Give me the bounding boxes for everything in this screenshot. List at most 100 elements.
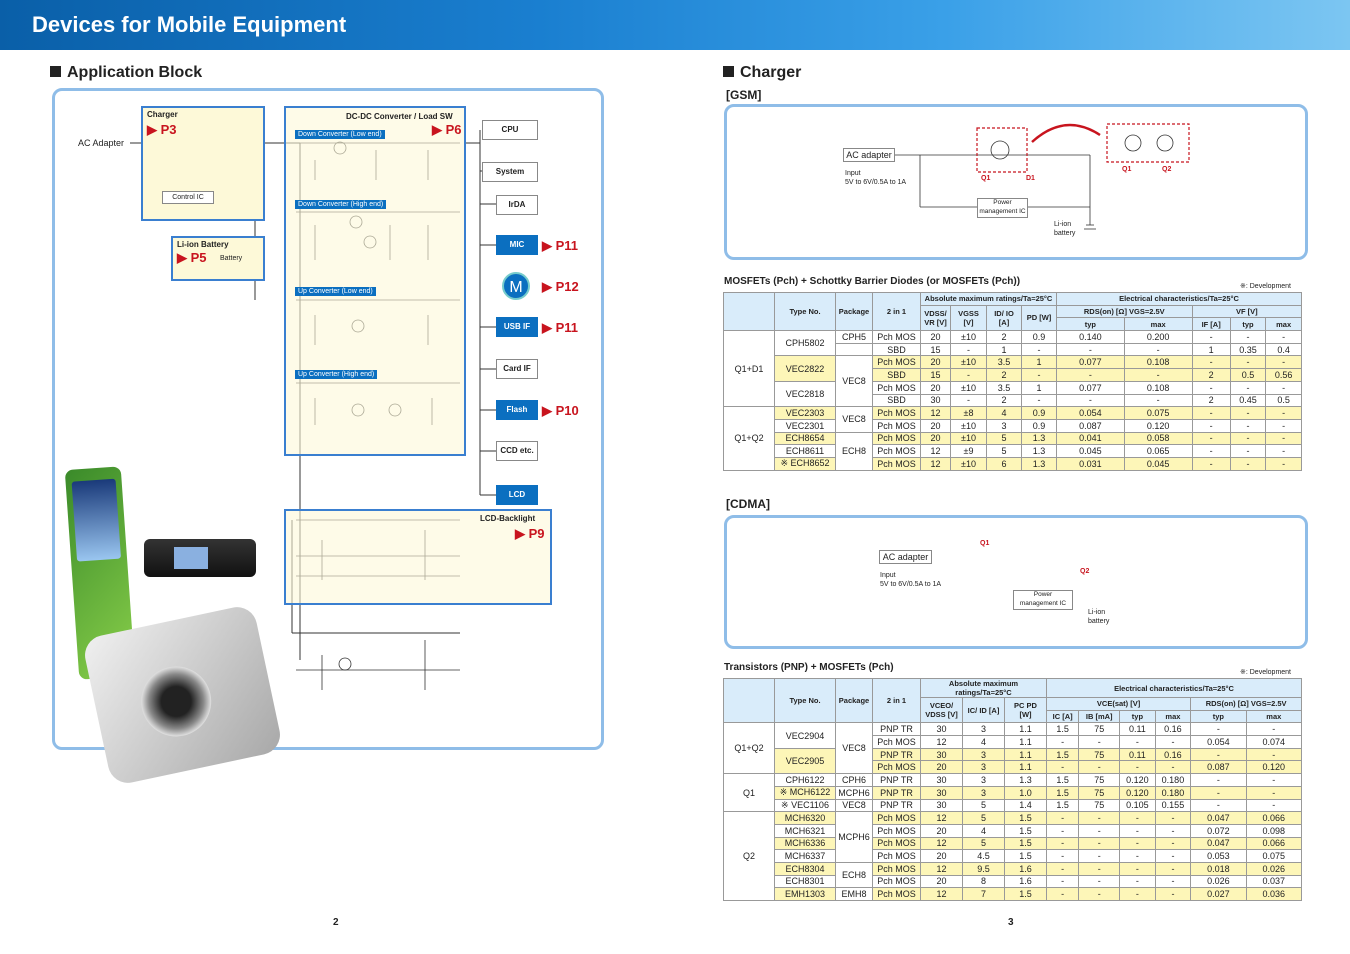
table1-title: MOSFETs (Pch) + Schottky Barrier Diodes …	[724, 276, 1021, 287]
table-cell: 0.5	[1229, 368, 1267, 382]
table-cell: -	[1045, 811, 1080, 825]
page-title: Devices for Mobile Equipment	[32, 12, 347, 37]
table-cell: -	[1191, 406, 1231, 420]
up-converter-low-tag: Up Converter (Low end)	[295, 287, 376, 296]
cdma-label: [CDMA]	[726, 497, 770, 511]
table-cell: Pch MOS	[872, 735, 921, 749]
lcd-box: LCD	[496, 485, 538, 505]
section-title-application-block: Application Block	[50, 64, 202, 82]
table-cell: -	[1056, 342, 1125, 357]
table-cell: -	[1245, 722, 1303, 737]
table-cell: 12	[920, 406, 951, 420]
table-cell: -	[1229, 330, 1267, 344]
table-cell: 0.036	[1245, 887, 1303, 901]
table-cell: MCH6320	[774, 811, 836, 825]
table-cell: 1.1	[1004, 760, 1047, 775]
table-cell: Pch MOS	[872, 418, 921, 433]
table-cell: 0.066	[1245, 836, 1303, 851]
table-cell: 0.047	[1190, 836, 1247, 851]
table-cell: -	[1078, 823, 1121, 838]
p9-link[interactable]: ▶ P9	[515, 526, 545, 541]
table-cell: -	[1265, 380, 1302, 395]
table-cell: Pch MOS	[872, 887, 921, 901]
table-cell: 1.6	[1004, 874, 1047, 889]
table-cell: 12	[920, 811, 963, 825]
table-cell: SBD	[872, 368, 921, 382]
table-cell: 1.5	[1045, 773, 1080, 787]
table-cell: 3.5	[986, 355, 1022, 370]
table-cell: 0.041	[1056, 431, 1125, 446]
table-cell: 4	[986, 406, 1022, 420]
table-cell: -	[1245, 773, 1303, 787]
table-cell: -	[1229, 444, 1267, 458]
table-cell: VEC2818	[774, 380, 836, 408]
table-cell: 12	[920, 456, 951, 471]
table-cell: -	[1190, 785, 1247, 800]
table-cell: -	[1229, 456, 1267, 471]
table-cell: 1.3	[1004, 773, 1047, 787]
table-cell: 0.077	[1056, 355, 1125, 370]
table-cell: 30	[920, 393, 951, 408]
table-cell: -	[1021, 393, 1057, 408]
table-cell: -	[1191, 431, 1231, 446]
p5-link[interactable]: ▶ P5	[177, 250, 207, 265]
table-cell: 2	[986, 368, 1022, 382]
cdma-q2-label: Q2	[1080, 568, 1090, 575]
gsm-input-voltage: 5V to 6V/0.5A to 1A	[845, 179, 907, 186]
table-cell: ECH8304	[774, 861, 836, 876]
table-cell: 20	[920, 760, 963, 775]
table-cell: EMH1303	[774, 887, 836, 901]
table-cell: 75	[1078, 798, 1121, 813]
table-cell: 0.11	[1119, 722, 1156, 737]
table-cell: 0.4	[1265, 342, 1302, 357]
table-cell: Pch MOS	[872, 355, 921, 370]
table-cell: -	[1229, 380, 1267, 395]
table-cell: 0.180	[1154, 773, 1192, 787]
table-cell: -	[1119, 823, 1156, 838]
table-cell: ±9	[950, 444, 987, 458]
p11-link-mic[interactable]: ▶ P11	[542, 238, 579, 253]
system-box: System	[482, 162, 538, 182]
ac-adapter-label: AC Adapter	[78, 138, 125, 148]
p3-link[interactable]: ▶ P3	[147, 122, 177, 137]
table-cell: -	[1265, 355, 1302, 370]
table-cell: ※ VEC1106	[774, 798, 836, 813]
table-cell: 4	[962, 735, 1005, 749]
table-cell: -	[950, 393, 987, 408]
p11-link-usb[interactable]: ▶ P11	[542, 320, 579, 335]
table-cell: 0.5	[1265, 393, 1302, 408]
table-cell: VEC8	[835, 355, 873, 408]
music-player-image	[144, 539, 256, 577]
table-cell: -	[1119, 861, 1156, 876]
table-cell: ECH8301	[774, 874, 836, 889]
table-cell: MCH6337	[774, 849, 836, 863]
p10-link[interactable]: ▶ P10	[542, 403, 579, 418]
table-cell: Q1+Q2	[723, 406, 775, 471]
table-cell: CPH5	[835, 330, 873, 344]
table-cell: 0.11	[1119, 747, 1156, 762]
table-cell: VEC2303	[774, 406, 836, 420]
table-cell: 1.5	[1045, 785, 1080, 800]
table-cell: Pch MOS	[872, 456, 921, 471]
table-cell: 0.9	[1021, 330, 1057, 344]
table-cell: 1.5	[1004, 836, 1047, 851]
gsm-d1-label: D1	[1026, 175, 1035, 182]
table-cell: 0.9	[1021, 406, 1057, 420]
p6-link[interactable]: ▶ P6	[432, 122, 462, 137]
p12-link[interactable]: ▶ P12	[542, 279, 579, 294]
table-cell: 1.5	[1045, 798, 1080, 813]
table-cell: 30	[920, 798, 963, 813]
table-cell: ※ MCH6122	[774, 785, 836, 800]
table-cell: 20	[920, 823, 963, 838]
table-cell: -	[1191, 330, 1231, 344]
card-if-box: Card IF	[496, 359, 538, 379]
table-cell: 12	[920, 836, 963, 851]
li-ion-battery-block	[171, 236, 265, 281]
table-cell: VEC8	[835, 798, 873, 813]
table-cell: 0.087	[1190, 760, 1247, 775]
table-cell: -	[1229, 431, 1267, 446]
table-cell: 0.077	[1056, 380, 1125, 395]
table-cell: -	[1123, 393, 1193, 408]
